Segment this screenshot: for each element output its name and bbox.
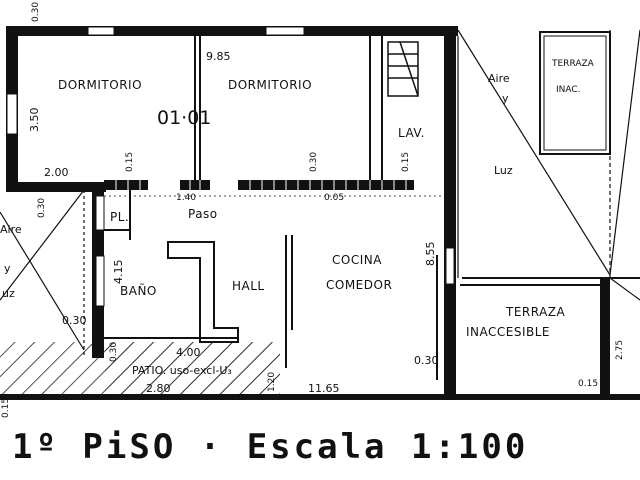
window-left xyxy=(6,93,18,135)
label-terraza-inac-2: INAC. xyxy=(556,85,581,95)
light-well-left xyxy=(0,189,85,356)
door-right xyxy=(445,247,455,285)
dim-top-width: 9.85 xyxy=(206,50,231,63)
wall-right xyxy=(444,26,456,398)
door-frame-bano xyxy=(95,255,105,307)
closet-walls xyxy=(104,180,414,190)
dim-wall-c: 0.30 xyxy=(37,198,47,218)
dim-wall-d: 0.15 xyxy=(401,152,411,172)
wall-top xyxy=(6,26,458,36)
label-dormitorio-2: DORMITORIO xyxy=(228,78,312,92)
dim-patio-width: 4.00 xyxy=(176,346,201,359)
floor-plan: DORMITORIO DORMITORIO 01·01 LAV. PL. Pas… xyxy=(0,2,640,418)
label-bano: BAÑO xyxy=(120,283,157,298)
wall-terraza-right xyxy=(600,278,610,398)
label-aire-left-3: uz xyxy=(2,287,15,300)
dim-window-2: 0.05 xyxy=(324,193,344,203)
label-unit-code: 01·01 xyxy=(157,107,211,129)
dim-wall-b: 0.30 xyxy=(309,152,319,172)
dim-top-left-edge: 0.30 xyxy=(31,2,41,22)
dim-left-offset: 2.00 xyxy=(44,166,69,179)
window-top-1 xyxy=(87,26,115,36)
dim-left-small-2: 0.30 xyxy=(109,342,119,362)
dim-left-small: 0.30 xyxy=(62,314,87,327)
dim-left-height: 3.50 xyxy=(28,108,41,133)
dim-patio-depth: 2.80 xyxy=(146,382,171,395)
dim-bottom-total: 11.65 xyxy=(308,382,340,395)
dim-bottom-right: 0.30 xyxy=(414,354,439,367)
door-frame-left xyxy=(95,195,105,231)
label-aire-left-2: y xyxy=(4,262,11,275)
label-terraza-2: INACCESIBLE xyxy=(466,325,550,339)
label-cocina: COCINA xyxy=(332,253,382,267)
bathtub-outline xyxy=(167,241,239,343)
dim-bano-height: 4.15 xyxy=(112,260,125,285)
light-well-right xyxy=(457,29,640,301)
label-aire-right-1: Aire xyxy=(488,72,510,85)
label-aire-right-3: Luz xyxy=(494,164,513,177)
label-aire-right-2: y xyxy=(502,92,509,105)
wall-left-step xyxy=(6,182,106,192)
dim-terraza-small: 0.15 xyxy=(578,379,598,389)
dim-bottom-left-edge: 0.15 xyxy=(1,398,11,418)
interior-walls xyxy=(104,36,640,380)
dim-terraza-side: 2.75 xyxy=(615,340,625,360)
label-lavadero: LAV. xyxy=(398,126,425,140)
wall-bottom xyxy=(0,394,640,400)
label-comedor: COMEDOR xyxy=(326,278,392,292)
patio-hatch-inner xyxy=(105,342,280,398)
stair-detail xyxy=(387,41,419,97)
dim-right-height: 8.55 xyxy=(424,242,437,267)
terraza-inac-box xyxy=(539,31,611,155)
dim-window-1: 1.40 xyxy=(176,193,196,203)
label-hall: HALL xyxy=(232,279,265,293)
dim-patio-side: 1.20 xyxy=(267,372,277,392)
label-paso: Paso xyxy=(188,207,218,221)
window-top-2 xyxy=(265,26,305,36)
label-terraza-1: TERRAZA xyxy=(505,305,566,319)
plan-caption: 1º PiSO · Escala 1:100 xyxy=(12,427,529,467)
label-terraza-inac-1: TERRAZA xyxy=(551,59,595,69)
label-aire-left-1: Aire xyxy=(0,223,22,236)
label-placard: PL. xyxy=(110,210,129,224)
dim-wall-a: 0.15 xyxy=(125,152,135,172)
label-patio: PATIO. uso-excl-U₃ xyxy=(132,364,232,377)
label-dormitorio-1: DORMITORIO xyxy=(58,78,142,92)
